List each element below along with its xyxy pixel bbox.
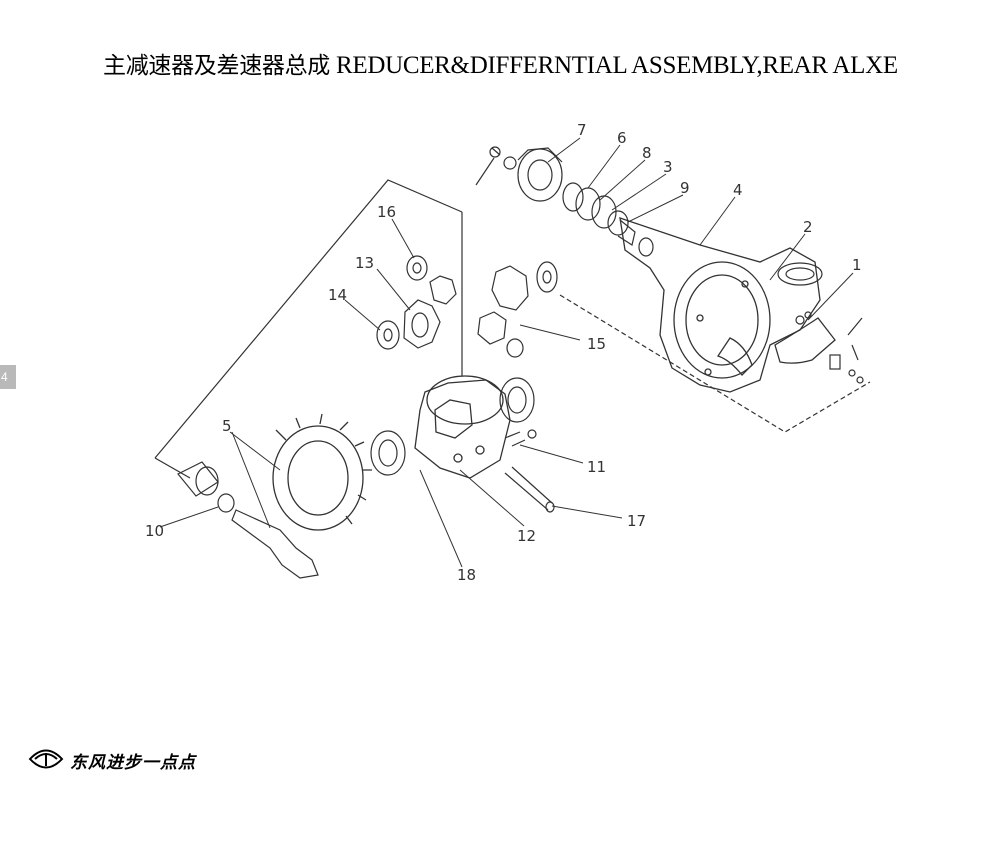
callout-2: 2	[803, 218, 813, 236]
assembly-boundary-line	[559, 294, 871, 433]
callout-7: 7	[577, 121, 587, 139]
page-title: 主减速器及差速器总成 REDUCER&DIFFERNTIAL ASSEMBLY,…	[103, 46, 983, 80]
pinion-flange-part	[475, 146, 563, 202]
thrust-washer-16	[406, 255, 428, 281]
callout-6: 6	[617, 129, 627, 147]
callout-leader-lines	[159, 137, 854, 568]
planet-gear-large	[491, 265, 529, 311]
callout-13: 13	[355, 254, 374, 272]
assembly-boundary-line	[154, 457, 191, 479]
side-page-tab[interactable]: 4	[0, 365, 16, 389]
thrust-washer-right	[536, 261, 558, 293]
case-bearing-right	[499, 377, 535, 423]
side-gear-13	[403, 299, 441, 349]
callout-14: 14	[328, 286, 347, 304]
cross-shaft-17	[504, 466, 555, 513]
axle-housing-part	[619, 217, 836, 393]
planet-gear-small	[429, 275, 457, 305]
thrust-washer-14	[376, 320, 400, 350]
callout-16: 16	[377, 203, 396, 221]
case-bolts-11	[504, 429, 537, 447]
ring-gear-part	[272, 413, 372, 531]
title-cn: 主减速器及差速器总成	[103, 53, 331, 79]
title-en: REDUCER&DIFFERNTIAL ASSEMBLY,REAR ALXE	[335, 52, 898, 79]
callout-15: 15	[587, 335, 606, 353]
callout-5: 5	[222, 417, 232, 435]
bolts-and-fittings-part	[795, 311, 864, 384]
brand-slogan: 东风进步一点点	[70, 753, 196, 773]
bearing-ring-part	[777, 262, 823, 286]
callout-9: 9	[680, 179, 690, 197]
pinion-rear-bearing-10	[177, 461, 235, 513]
callout-17: 17	[627, 512, 646, 530]
callout-8: 8	[642, 144, 652, 162]
callout-12: 12	[517, 527, 536, 545]
callout-1: 1	[852, 256, 862, 274]
callout-18: 18	[457, 566, 476, 584]
differential-case-part	[414, 375, 511, 479]
dongfeng-logo-icon	[28, 749, 64, 769]
callout-4: 4	[733, 181, 743, 199]
case-bearing-left	[370, 430, 406, 476]
callout-11: 11	[587, 458, 606, 476]
drive-pinion-part	[231, 509, 319, 579]
callout-3: 3	[663, 158, 673, 176]
callout-10: 10	[145, 522, 164, 540]
pinion-gear-15	[477, 311, 524, 358]
assembly-boundary-line	[154, 179, 463, 459]
pinion-bearings-part	[562, 182, 654, 257]
